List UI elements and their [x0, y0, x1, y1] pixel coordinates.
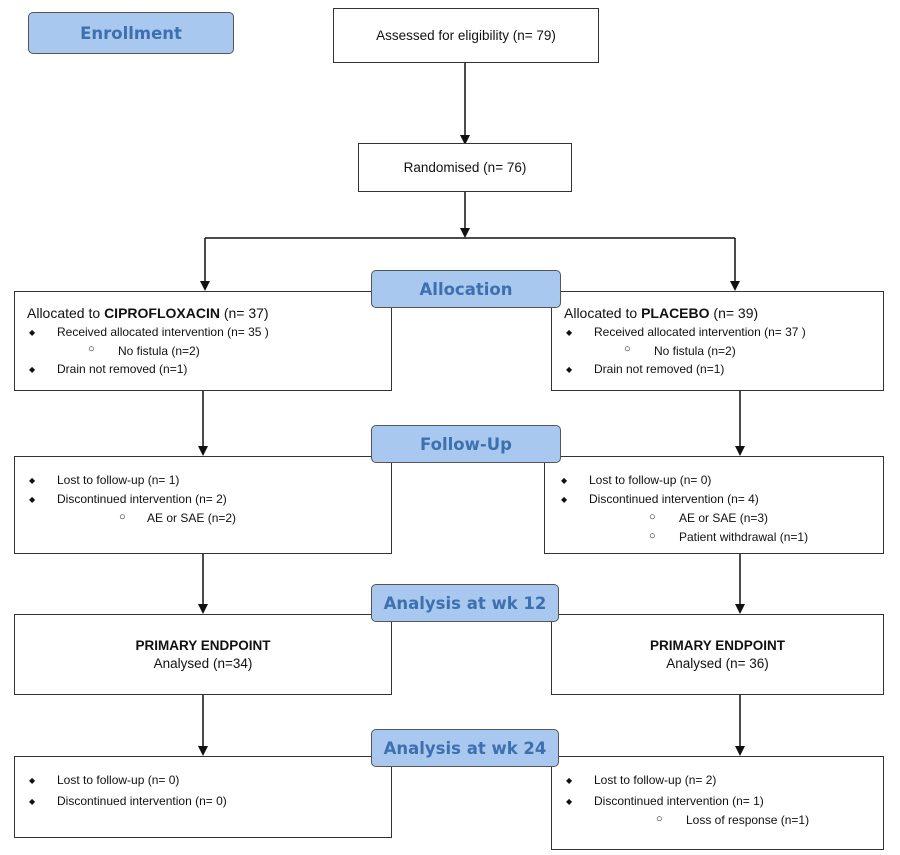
bullet-icon: ◆ [29, 365, 36, 374]
circle-bullet-icon: ○ [88, 343, 95, 355]
list-item: Loss of response (n=1) [686, 813, 810, 827]
list-item: Lost to follow-up (n= 1) [57, 473, 180, 487]
allocation-prefix: Allocated to [27, 305, 105, 321]
bullet-icon: ◆ [29, 495, 36, 504]
stage-analysis-wk24: Analysis at wk 24 [371, 729, 559, 767]
circle-bullet-icon: ○ [649, 530, 656, 542]
bullet-icon: ◆ [29, 797, 36, 806]
bullet-icon: ◆ [566, 365, 573, 374]
bullet-icon: ◆ [566, 328, 573, 337]
cipro-wk24-box: ◆ Lost to follow-up (n= 0) ◆ Discontinue… [14, 756, 392, 838]
circle-bullet-icon: ○ [649, 511, 656, 523]
bullet-icon: ◆ [29, 476, 36, 485]
list-item: Discontinued intervention (n= 4) [589, 492, 759, 506]
assessed-box: Assessed for eligibility (n= 79) [333, 8, 599, 63]
cipro-followup-box: ◆ Lost to follow-up (n= 1) ◆ Discontinue… [14, 456, 392, 554]
bullet-icon: ◆ [561, 495, 568, 504]
list-item: Received allocated intervention (n= 37 ) [594, 325, 806, 339]
placebo-followup-box: ◆ Lost to follow-up (n= 0) ◆ Discontinue… [544, 456, 884, 554]
analysed-count: Analysed (n= 36) [666, 655, 769, 671]
allocation-count: (n= 39) [709, 305, 759, 321]
list-item: No fistula (n=2) [654, 344, 736, 358]
list-item: Lost to follow-up (n= 2) [594, 773, 717, 787]
allocation-prefix: Allocated to [564, 305, 642, 321]
primary-endpoint-title: PRIMARY ENDPOINT [649, 637, 785, 653]
list-item: Patient withdrawal (n=1) [679, 530, 809, 544]
bullet-icon: ◆ [566, 776, 573, 785]
stage-analysis-wk12: Analysis at wk 12 [371, 584, 559, 622]
list-item: Received allocated intervention (n= 35 ) [57, 325, 269, 339]
bullet-icon: ◆ [566, 797, 573, 806]
placebo-wk24-box: ◆ Lost to follow-up (n= 2) ◆ Discontinue… [551, 756, 884, 850]
list-item: No fistula (n=2) [118, 344, 200, 358]
list-item: Discontinued intervention (n= 1) [594, 794, 764, 808]
bullet-icon: ◆ [29, 328, 36, 337]
list-item: AE or SAE (n=2) [147, 511, 237, 525]
cipro-allocation-box: Allocated to CIPROFLOXACIN (n= 37) ◆ Rec… [14, 291, 392, 391]
allocation-count: (n= 37) [219, 305, 269, 321]
list-item: Discontinued intervention (n= 0) [57, 794, 227, 808]
list-item: Lost to follow-up (n= 0) [57, 773, 180, 787]
drug-name: CIPROFLOXACIN [104, 305, 220, 321]
list-item: Discontinued intervention (n= 2) [57, 492, 227, 506]
list-item: AE or SAE (n=3) [679, 511, 769, 525]
circle-bullet-icon: ○ [656, 813, 663, 825]
list-item: Lost to follow-up (n= 0) [589, 473, 712, 487]
drug-name: PLACEBO [641, 305, 710, 321]
primary-endpoint-title: PRIMARY ENDPOINT [135, 637, 271, 653]
stage-enrollment: Enrollment [28, 12, 234, 54]
placebo-allocation-heading: Allocated to PLACEBO (n= 39) [564, 305, 758, 321]
circle-bullet-icon: ○ [119, 511, 126, 523]
placebo-wk12-box: PRIMARY ENDPOINT Analysed (n= 36) [551, 614, 884, 695]
circle-bullet-icon: ○ [624, 343, 631, 355]
placebo-allocation-box: Allocated to PLACEBO (n= 39) ◆ Received … [551, 291, 884, 391]
analysed-count: Analysed (n=34) [153, 655, 253, 671]
list-item: Drain not removed (n=1) [594, 362, 725, 376]
bullet-icon: ◆ [29, 776, 36, 785]
randomised-box: Randomised (n= 76) [358, 143, 572, 192]
stage-followup: Follow-Up [371, 425, 561, 463]
cipro-allocation-heading: Allocated to CIPROFLOXACIN (n= 37) [27, 305, 269, 321]
list-item: Drain not removed (n=1) [57, 362, 188, 376]
stage-allocation: Allocation [371, 270, 561, 308]
bullet-icon: ◆ [561, 476, 568, 485]
cipro-wk12-box: PRIMARY ENDPOINT Analysed (n=34) [14, 614, 392, 695]
